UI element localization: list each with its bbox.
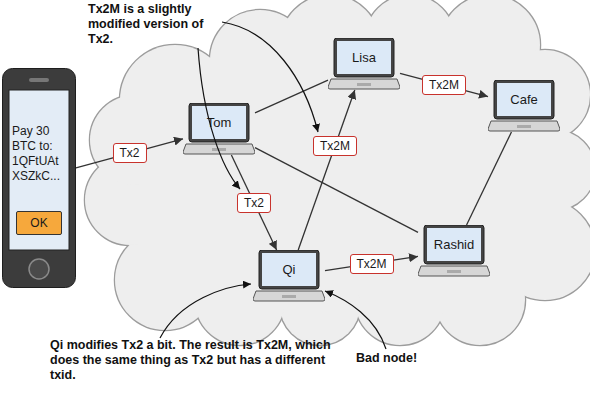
laptop-node: Rashid [418,225,490,277]
button-label: OK [17,212,61,234]
laptop-label: Rashid [427,228,481,261]
leader-line [160,284,251,338]
laptop-touchpad [517,125,531,128]
button-node: OK [16,211,62,235]
transaction-tag: Tx2 [112,143,146,163]
laptop-screen [192,106,246,139]
callout-text: Qi modifies Tx2 a bit. The result is Tx2… [50,338,342,383]
network-link [298,90,355,250]
laptop-touchpad [282,295,296,298]
laptop-label: Lisa [337,41,391,74]
transaction-tag: Tx2M [313,136,357,156]
laptop-bezel [494,80,554,119]
laptop-touchpad [357,83,371,86]
laptop-base [253,291,325,301]
laptop-label: Qi [262,253,316,286]
laptop-label: Tom [192,106,246,139]
cloud-fill [140,60,540,290]
laptop-touchpad [447,270,461,273]
network-cloud [85,0,590,345]
laptop-label: Cafe [497,83,551,116]
transaction-tag: Tx2 [237,193,271,213]
laptop-bezel [189,103,249,142]
network-link [231,155,276,250]
laptop-node: Lisa [328,38,400,90]
laptop-bezel [259,250,319,289]
network-link [400,73,488,96]
phone-speaker [29,78,49,82]
transaction-tag: Tx2M [350,254,394,274]
laptop-base [418,266,490,276]
laptop-node: Tom [183,103,255,155]
laptop-bezel [334,38,394,77]
laptop-screen [262,253,316,286]
laptop-screen [497,83,551,116]
laptop-screen [427,228,481,261]
phone-node: Pay 30 BTC to: 1QFtUAt XSZkC... OK [2,68,76,288]
transaction-tag: Tx2M [422,75,466,95]
phone-home-button [29,259,49,279]
laptop-node: Cafe [488,80,560,132]
phone-label: Pay 30 BTC to: 1QFtUAt XSZkC... [12,124,68,184]
network-cloud-fill [85,0,590,345]
network-link [255,80,328,113]
callout-text: Bad node! [356,351,446,366]
laptop-bezel [424,225,484,264]
laptop-base [488,121,560,131]
network-link [467,132,512,225]
callout-text: Tx2M is a slightly modified version of T… [88,2,230,47]
laptop-base [328,79,400,89]
laptop-screen [337,41,391,74]
network-link [76,139,183,168]
laptop-base [183,144,255,154]
phone-screen [9,90,69,250]
laptop-touchpad [212,148,226,151]
phone-body [3,69,76,288]
laptop-node: Qi [253,250,325,302]
leader-line [325,291,386,349]
network-link [255,148,418,233]
